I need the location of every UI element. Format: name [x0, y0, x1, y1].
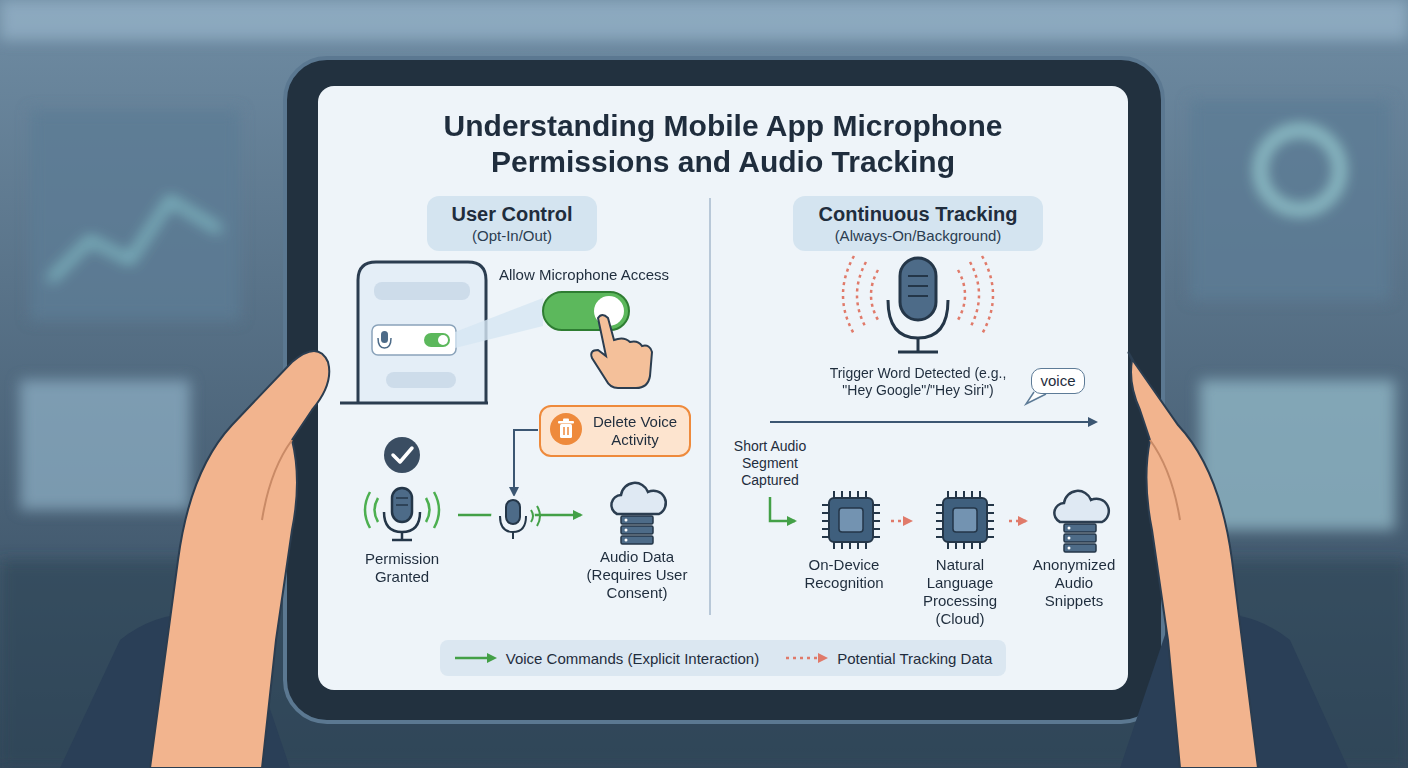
connector-arrow [891, 520, 911, 523]
connector-arrow [1009, 520, 1026, 523]
node-sublabel: (Always-On/Background) [803, 226, 1033, 245]
cloud-icon [1030, 486, 1118, 556]
cloud-server-node: Audio Data (Requires User Consent) [581, 478, 693, 602]
node-label: Permission Granted [350, 550, 454, 586]
header-pill: Continuous Tracking(Always-On/Background… [793, 196, 1043, 251]
node-label: voice [1036, 371, 1080, 391]
cloud-server-node: Anonymized Audio Snippets [1026, 486, 1122, 610]
node-label: Audio Data (Requires User Consent) [585, 548, 689, 602]
cloud-icon [585, 478, 689, 548]
node-sublabel: (Opt-In/Out) [437, 226, 587, 245]
node-label: User Control [437, 202, 587, 226]
legend-line-sample [454, 652, 498, 664]
mic-icon [350, 480, 454, 550]
node-label: On-Device Recognition [801, 556, 887, 592]
legend-text: Potential Tracking Data [837, 650, 992, 667]
node-label: Natural Language Processing (Cloud) [915, 556, 1005, 628]
diagram-title: Understanding Mobile App Microphone Perm… [380, 108, 1066, 180]
speech-bubble: voice [1031, 368, 1085, 394]
capture-caption: Short Audio Segment Captured [725, 438, 815, 489]
node-label: Continuous Tracking [803, 202, 1033, 226]
chip-node: Natural Language Processing (Cloud) [911, 486, 1009, 628]
trash-icon [549, 412, 583, 450]
legend-text: Voice Commands (Explicit Interaction) [506, 650, 759, 667]
node-label: Anonymized Audio Snippets [1030, 556, 1118, 610]
chip-icon [915, 486, 1005, 556]
delete-button: Delete Voice Activity [539, 405, 691, 457]
legend-item: Potential Tracking Data [785, 650, 992, 667]
header-pill: User Control(Opt-In/Out) [427, 196, 597, 251]
chip-icon [801, 486, 887, 556]
node-label: Delete Voice Activity [589, 413, 681, 449]
trigger-caption: Trigger Word Detected (e.g., "Hey Google… [813, 365, 1023, 399]
microphone-node: Permission Granted [346, 480, 458, 586]
legend-line-sample [785, 652, 829, 664]
toggle-caption: Allow Microphone Access [488, 266, 680, 283]
chip-node: On-Device Recognition [797, 486, 891, 592]
legend-item: Voice Commands (Explicit Interaction) [454, 650, 759, 667]
legend-box: Voice Commands (Explicit Interaction) Pot… [440, 640, 1006, 676]
